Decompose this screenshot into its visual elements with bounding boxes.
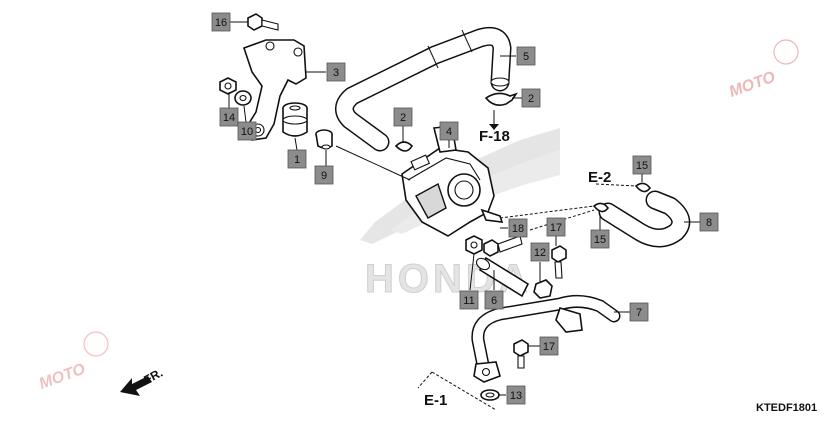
svg-text:3: 3 — [333, 67, 339, 79]
callout-7: 7 — [629, 302, 649, 322]
callout-15-lower: 15 — [590, 229, 610, 249]
svg-text:12: 12 — [534, 247, 546, 259]
bracket-part — [242, 39, 307, 141]
svg-text:16: 16 — [215, 17, 227, 29]
svg-text:15: 15 — [594, 234, 606, 246]
bolt-top — [247, 13, 279, 31]
callout-3: 3 — [326, 62, 346, 82]
air-hose-right — [598, 190, 691, 248]
nut-12 — [533, 279, 553, 299]
front-direction-arrow: FR. — [120, 366, 165, 396]
bolt-17-lower — [513, 339, 529, 369]
callout-8: 8 — [699, 212, 719, 232]
rubber-grommet — [282, 102, 308, 137]
callout-12: 12 — [530, 242, 550, 262]
bolt-18 — [483, 235, 523, 257]
svg-text:6: 6 — [491, 295, 497, 307]
bolt-17-upper — [551, 245, 567, 279]
svg-text:5: 5 — [523, 51, 529, 63]
svg-text:18: 18 — [512, 223, 524, 235]
callout-15-upper: 15 — [632, 155, 652, 175]
callout-17-lower: 17 — [539, 336, 559, 356]
svg-text:13: 13 — [510, 390, 522, 402]
svg-text:MOTO: MOTO — [727, 68, 778, 100]
svg-text:9: 9 — [321, 170, 327, 182]
callout-9: 9 — [314, 165, 334, 185]
callout-18: 18 — [508, 218, 528, 238]
ref-e1: E-1 — [424, 392, 447, 409]
diagram-code: KTEDF1801 — [756, 402, 817, 414]
callout-5: 5 — [516, 46, 536, 66]
svg-text:14: 14 — [223, 112, 235, 124]
clip-15-upper — [634, 182, 652, 193]
svg-text:7: 7 — [636, 307, 642, 319]
callout-10: 10 — [237, 121, 257, 141]
callout-2-upper: 2 — [521, 88, 541, 108]
svg-text:1: 1 — [294, 154, 300, 166]
ref-f18: F-18 — [479, 128, 510, 145]
callout-11: 11 — [459, 290, 479, 310]
leader-lines — [228, 21, 700, 396]
svg-text:11: 11 — [463, 295, 474, 307]
tube-part-6 — [475, 256, 530, 298]
svg-text:17: 17 — [550, 222, 562, 234]
callout-13: 13 — [506, 385, 526, 405]
callout-1: 1 — [287, 149, 307, 169]
callout-4: 4 — [439, 121, 459, 141]
svg-text:10: 10 — [241, 126, 253, 138]
svg-text:17: 17 — [543, 341, 555, 353]
callout-17-upper: 17 — [546, 217, 566, 237]
ref-e2: E-2 — [588, 169, 611, 186]
air-hose-upper — [335, 26, 512, 152]
moto-logo-watermark-top: MOTO — [727, 39, 799, 101]
svg-text:4: 4 — [446, 126, 452, 138]
svg-text:2: 2 — [400, 112, 406, 124]
svg-text:2: 2 — [528, 93, 534, 105]
svg-text:MOTO: MOTO — [37, 360, 88, 392]
svg-text:8: 8 — [706, 217, 712, 229]
callout-2-left: 2 — [393, 107, 413, 127]
e1-dash-line — [431, 371, 497, 411]
hose-clip-left — [394, 141, 414, 152]
moto-logo-watermark-bottom: MOTO — [37, 331, 109, 393]
callout-14: 14 — [219, 107, 239, 127]
hose-clip-upper — [484, 92, 518, 106]
clip-15-lower — [592, 202, 610, 213]
callout-16: 16 — [211, 12, 231, 32]
svg-text:15: 15 — [636, 160, 648, 172]
collar-part — [315, 129, 333, 150]
callout-6: 6 — [484, 290, 504, 310]
air-pipe-lower — [471, 294, 621, 383]
